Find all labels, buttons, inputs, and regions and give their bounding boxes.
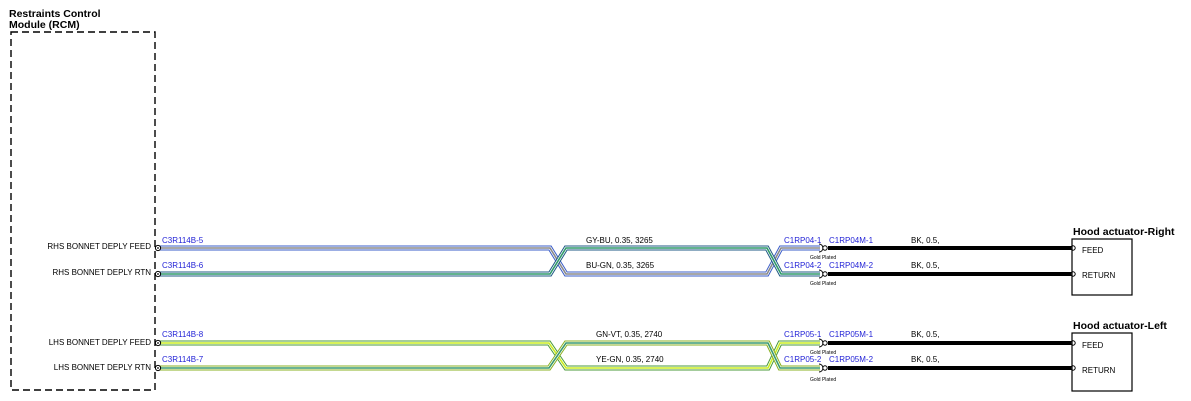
actuator-left-pin-feed: FEED — [1082, 341, 1104, 350]
rcm-title-line2: Module (RCM) — [9, 19, 80, 31]
wire-layer — [154, 243, 1076, 373]
wire-gap — [158, 341, 820, 370]
connector-c1rp04m-2: C1RP04M-2 — [829, 261, 874, 270]
wire-outer — [158, 245, 820, 277]
actuator-right-title: Hood actuator-Right — [1073, 226, 1175, 238]
rcm-pin-c3r114b-5: C3R114B-5 — [162, 236, 204, 245]
rcm-pin-c3r114b-8: C3R114B-8 — [162, 330, 204, 339]
gold-plated-note: Gold Plated — [810, 281, 836, 287]
wire-inner — [158, 342, 820, 369]
actuator-left-box — [1071, 332, 1133, 392]
rcm-pin-label-lhs-feed: LHS BONNET DEPLY FEED — [49, 338, 151, 347]
inline-connector-male — [822, 271, 828, 277]
wire-spec-bk-1: BK, 0.5, — [911, 261, 939, 270]
rcm-title-line1: Restraints Control — [9, 8, 101, 20]
wire-gap — [158, 246, 820, 276]
gold-plated-note: Gold Plated — [810, 350, 836, 356]
rcm-pin-dot — [157, 273, 159, 275]
connector-c1rp04m-1: C1RP04M-1 — [829, 236, 874, 245]
rcm-pin-dot — [157, 367, 159, 369]
connector-c1rp04-2: C1RP04-2 — [784, 261, 822, 270]
wire-outer — [158, 340, 820, 371]
actuator-right-box — [1071, 238, 1133, 296]
connector-c1rp05m-2: C1RP05M-2 — [829, 355, 874, 364]
wire-spec-ye-gn: YE-GN, 0.35, 2740 — [596, 355, 664, 364]
wire-outer — [158, 340, 820, 371]
actuator-right-pin-feed: FEED — [1082, 246, 1104, 255]
rcm-pin-label-lhs-rtn: LHS BONNET DEPLY RTN — [54, 363, 151, 372]
wire-spec-gy-bu: GY-BU, 0.35, 3265 — [586, 236, 653, 245]
rcm-pin-label-rhs-feed: RHS BONNET DEPLY FEED — [47, 242, 151, 251]
rcm-pin-dot — [157, 342, 159, 344]
wire-spec-bk-3: BK, 0.5, — [911, 355, 939, 364]
gold-plated-note: Gold Plated — [810, 377, 836, 383]
connector-c1rp05m-1: C1RP05M-1 — [829, 330, 874, 339]
wire-spec-gn-vt: GN-VT, 0.35, 2740 — [596, 330, 663, 339]
wire-outer — [158, 245, 820, 277]
rcm-pin-dot — [157, 247, 159, 249]
connector-c1rp05-1: C1RP05-1 — [784, 330, 822, 339]
wire-spec-bu-gn: BU-GN, 0.35, 3265 — [586, 261, 655, 270]
wire-gap — [158, 341, 820, 370]
rcm-pin-c3r114b-7: C3R114B-7 — [162, 355, 204, 364]
inline-connector-male — [822, 340, 828, 346]
wire-spec-bk-0: BK, 0.5, — [911, 236, 939, 245]
wire-inner — [158, 342, 820, 369]
wire-inner — [158, 247, 820, 275]
actuator-right-pin-return: RETURN — [1082, 271, 1116, 280]
wire-spec-bk-2: BK, 0.5, — [911, 330, 939, 339]
rcm-pin-label-rhs-rtn: RHS BONNET DEPLY RTN — [52, 268, 151, 277]
rcm-pin-c3r114b-6: C3R114B-6 — [162, 261, 204, 270]
wire-inner — [158, 247, 820, 275]
wire-gap — [158, 246, 820, 276]
inline-connector-male — [822, 245, 828, 251]
actuator-left-title: Hood actuator-Left — [1073, 320, 1167, 332]
actuator-left-pin-return: RETURN — [1082, 366, 1116, 375]
gold-plated-note: Gold Plated — [810, 255, 836, 261]
connector-c1rp05-2: C1RP05-2 — [784, 355, 822, 364]
connector-c1rp04-1: C1RP04-1 — [784, 236, 822, 245]
rcm-module-box — [10, 31, 156, 391]
inline-connector-male — [822, 365, 828, 371]
